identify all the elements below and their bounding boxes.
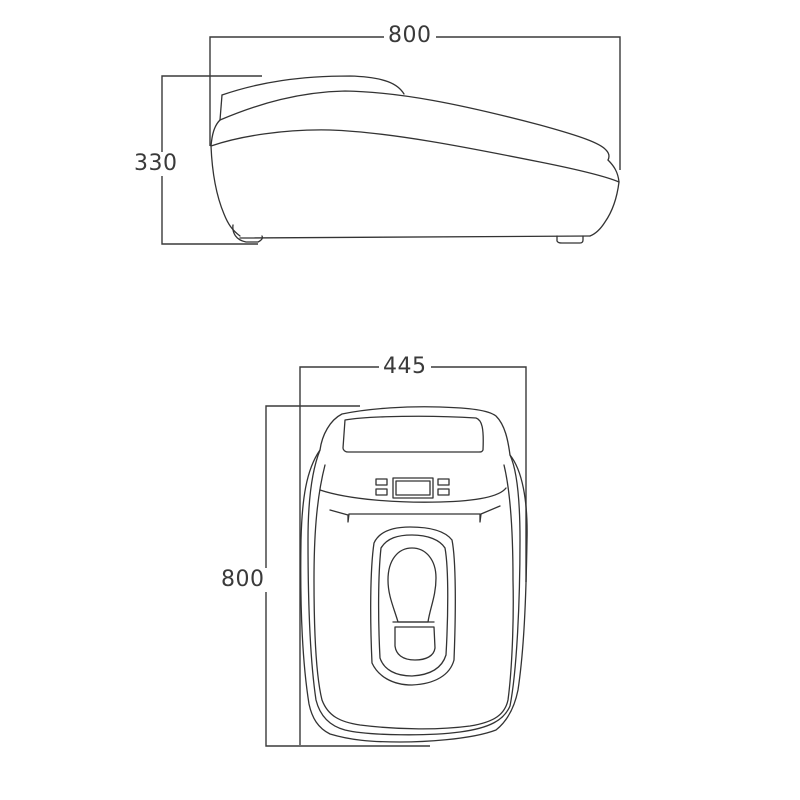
display-screen-outer bbox=[392, 477, 434, 499]
top-width-label: 445 bbox=[379, 355, 431, 379]
top-width-dimension-line bbox=[299, 366, 527, 745]
display-screen-inner bbox=[395, 480, 431, 496]
button-right-bottom bbox=[437, 488, 450, 496]
button-left-bottom bbox=[375, 488, 388, 496]
foot-well-outer bbox=[370, 526, 456, 686]
button-right-top bbox=[437, 478, 450, 486]
top-depth-dimension-line bbox=[265, 405, 430, 747]
footprint-icon bbox=[387, 547, 437, 623]
side-view bbox=[161, 36, 621, 245]
top-view bbox=[265, 366, 528, 747]
top-depth-label: 800 bbox=[217, 568, 269, 592]
side-height-label: 330 bbox=[130, 152, 182, 176]
top-view-product-outline bbox=[300, 406, 528, 743]
side-view-product-outline bbox=[210, 75, 620, 244]
button-left-top bbox=[375, 478, 388, 486]
side-width-label: 800 bbox=[384, 24, 436, 48]
control-panel bbox=[375, 477, 450, 499]
side-width-dimension-line bbox=[209, 36, 621, 170]
